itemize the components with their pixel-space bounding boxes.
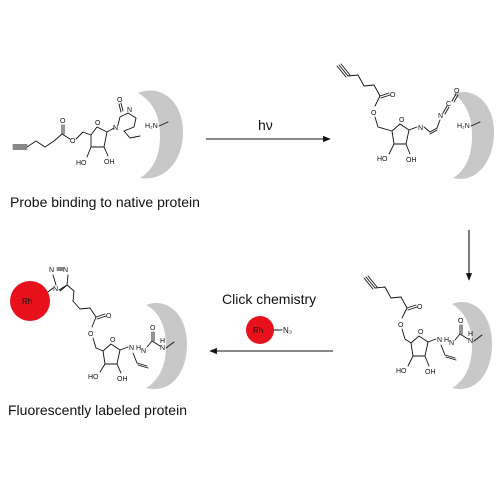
- atom-label: O: [390, 92, 396, 99]
- atom-label: N: [418, 125, 423, 132]
- arrow-click-chemistry: Click chemistry Rh N₃: [209, 291, 333, 355]
- amine-label: H₂N: [145, 123, 158, 130]
- atom-label: HO: [396, 368, 407, 375]
- ring-opened-isocyanate: N N C O: [408, 88, 460, 135]
- atom-label: O: [454, 88, 460, 95]
- atom-label: O: [88, 331, 94, 338]
- atom-label: N: [129, 345, 134, 352]
- rh-label: Rh: [253, 326, 263, 335]
- click-chemistry-label: Click chemistry: [222, 291, 316, 307]
- ribose-ring: O HO OH: [76, 120, 115, 167]
- atom-label: O: [371, 110, 377, 117]
- light-label: hν: [258, 117, 273, 133]
- atom-label: H: [160, 338, 165, 345]
- ester-chain: O O: [72, 300, 112, 352]
- triazole-ring: N N N: [47, 267, 75, 302]
- protein-shape: [138, 90, 184, 179]
- atom-label: O: [150, 325, 156, 332]
- protein-shape: [146, 302, 187, 390]
- atom-label: O: [418, 329, 424, 336]
- amine-label: H₂N: [457, 123, 470, 130]
- atom-label: N: [468, 338, 473, 345]
- atom-label: O: [417, 304, 423, 311]
- rhodamine-reagent: [246, 316, 274, 344]
- atom-label: HO: [76, 160, 87, 167]
- atom-label: N: [49, 267, 54, 274]
- atom-label: O: [70, 138, 76, 145]
- atom-label: N: [141, 348, 146, 355]
- atom-label: O: [110, 337, 116, 344]
- alkyne-ester-chain: O O: [363, 275, 423, 344]
- caption-probe-binding: Probe binding to native protein: [10, 194, 200, 210]
- alkyne-ester-chain: O O: [336, 63, 396, 132]
- atom-label: OH: [425, 369, 436, 376]
- atom-label: HO: [88, 374, 99, 381]
- atom-label: N: [449, 340, 454, 347]
- rh-label: Rh: [22, 297, 32, 306]
- panel-labeled-protein: Rh N N N O O O HO OH: [8, 267, 187, 418]
- panel-probe-binding: O O O HO OH N O N H₂N Probe binding to n: [10, 90, 200, 210]
- atom-label: O: [458, 318, 464, 325]
- atom-label: N: [127, 107, 132, 114]
- atom-label: OH: [406, 157, 417, 164]
- atom-label: H: [444, 337, 449, 344]
- ribose-ring: O HO OH: [88, 337, 128, 383]
- cytosine-base: N O N: [106, 97, 141, 139]
- atom-label: C: [446, 101, 451, 108]
- atom-label: O: [95, 120, 101, 127]
- atom-label: OH: [104, 159, 115, 166]
- atom-label: HO: [377, 156, 388, 163]
- alkyne-ester-chain: O O: [12, 118, 92, 150]
- atom-label: N: [160, 345, 165, 352]
- arrow-photolysis: hν: [206, 117, 331, 143]
- atom-label: N: [438, 113, 443, 120]
- caption-labeled-protein: Fluorescently labeled protein: [8, 402, 187, 418]
- atom-label: O: [106, 313, 112, 320]
- protein-shape: [453, 91, 494, 179]
- atom-label: O: [117, 97, 123, 104]
- panel-crosslinked: O O O HO OH N H N O N H: [363, 275, 492, 390]
- urea-linkage: N H N O N H: [119, 325, 175, 369]
- atom-label: OH: [117, 376, 128, 383]
- atom-label: H: [468, 331, 473, 338]
- ribose-ring: O HO OH: [396, 329, 436, 376]
- atom-label: H: [136, 345, 141, 352]
- panel-photoactivated: O O O HO OH N N C O H₂N: [336, 63, 494, 179]
- atom-label: N: [53, 286, 58, 293]
- atom-label: O: [60, 118, 66, 125]
- atom-label: O: [398, 322, 404, 329]
- rhodamine-dye: [10, 281, 50, 321]
- atom-label: N: [437, 337, 442, 344]
- atom-label: N: [63, 267, 68, 274]
- urea-linkage: N H N O N H: [427, 318, 483, 361]
- azide-label: N₃: [283, 326, 292, 335]
- atom-label: O: [399, 117, 405, 124]
- ribose-ring: O HO OH: [377, 117, 417, 164]
- protein-shape: [452, 301, 492, 390]
- atom-label: N: [113, 125, 118, 132]
